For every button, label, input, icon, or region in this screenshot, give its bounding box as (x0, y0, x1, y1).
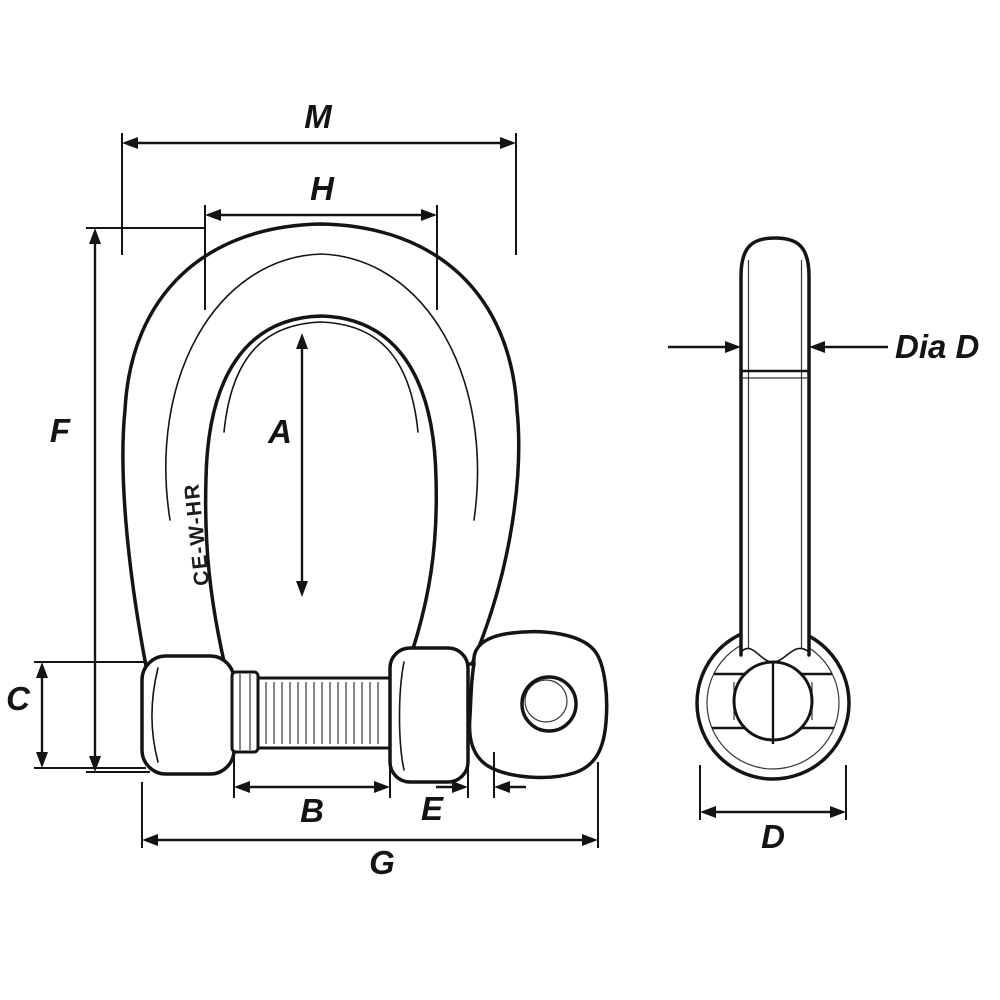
side-view: Dia D D (668, 236, 979, 855)
right-clevis-ear (388, 646, 470, 784)
dim-g-arrow-left (142, 834, 158, 846)
pin-shaft (739, 236, 811, 657)
dim-f-arrow-bottom (89, 756, 101, 772)
dim-d-arrow-right (830, 806, 846, 818)
right-ear-shade (398, 661, 405, 771)
dim-c-arrow-bottom (36, 752, 48, 768)
dimension-dia-d: Dia D (668, 328, 979, 365)
dimension-g: G (141, 762, 599, 881)
dim-a-label: A (267, 413, 292, 450)
dim-a-arrow-bottom (296, 581, 308, 597)
dim-c-label: C (6, 680, 31, 717)
dim-diad-arrow-left (725, 341, 741, 353)
dimension-h: H (204, 170, 438, 310)
dim-e-arrow-right (494, 781, 510, 793)
shackle-bow (121, 222, 521, 668)
dimension-f: F (50, 227, 205, 773)
dim-diad-arrow-right (809, 341, 825, 353)
dim-c-extensions (34, 661, 146, 769)
front-view: CE-W-HR M H (6, 98, 609, 881)
dim-e-label: E (421, 790, 444, 827)
dim-b-arrow-left (234, 781, 250, 793)
pin-shaft-edge-lines (747, 260, 803, 648)
bow-inner-back-edge (223, 321, 419, 433)
dimension-a: A (267, 333, 308, 597)
dim-h-label: H (310, 170, 335, 207)
dimension-b: B (233, 756, 391, 829)
dim-e-arrow-left (452, 781, 468, 793)
dim-m-extensions (121, 133, 517, 255)
dim-h-extensions (204, 205, 438, 310)
dim-f-label: F (50, 412, 71, 449)
pin-assembly (140, 629, 609, 784)
dim-h-arrow-right (421, 209, 437, 221)
dim-g-label: G (369, 844, 395, 881)
dim-g-extensions (141, 762, 599, 848)
pin-eye-hole-shade (524, 679, 568, 723)
pin-eye-hole (520, 675, 578, 733)
pin-collar-lines (239, 674, 251, 750)
left-ear-shade (151, 667, 159, 763)
dimension-d: D (699, 765, 847, 855)
dim-c-arrow-top (36, 662, 48, 678)
dim-m-label: M (304, 98, 333, 135)
pin-knurl-lines (265, 682, 379, 744)
bow-highlight-arc (165, 253, 479, 521)
dim-d-label: D (761, 818, 785, 855)
dim-e-extensions (467, 752, 495, 798)
dim-m-arrow-left (122, 137, 138, 149)
dimension-m: M (121, 98, 517, 255)
dim-diad-label: Dia D (895, 328, 979, 365)
dim-h-arrow-left (205, 209, 221, 221)
dim-b-arrow-right (374, 781, 390, 793)
dim-a-arrow-top (296, 333, 308, 349)
dim-b-label: B (300, 792, 324, 829)
dim-m-arrow-right (500, 137, 516, 149)
dim-d-extensions (699, 765, 847, 820)
pin-collar (230, 670, 260, 754)
dimension-c: C (6, 661, 146, 769)
dim-d-arrow-left (700, 806, 716, 818)
dimension-e: E (421, 752, 526, 827)
dim-f-arrow-top (89, 228, 101, 244)
dim-g-arrow-right (582, 834, 598, 846)
dim-b-extensions (233, 756, 391, 798)
dim-f-extensions (86, 227, 205, 773)
